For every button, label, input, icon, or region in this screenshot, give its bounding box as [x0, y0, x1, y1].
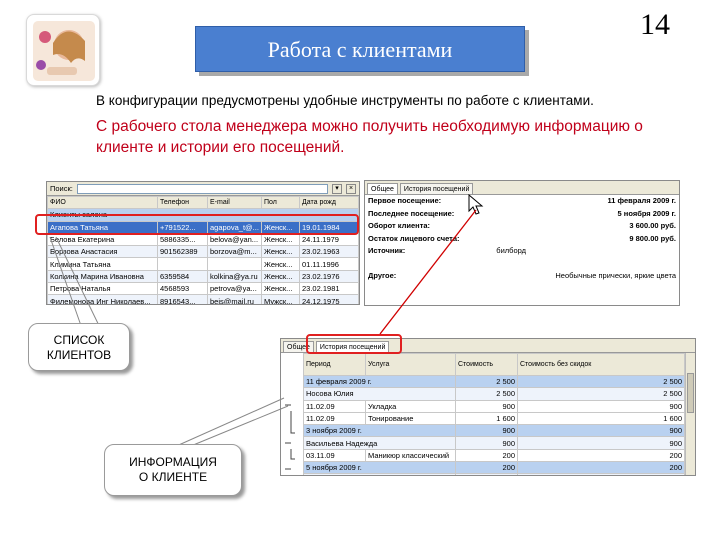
subtitle-part2: и истории его посещений.	[153, 139, 345, 156]
info-value: 11 февраля 2009 г.	[607, 196, 676, 205]
search-input[interactable]	[76, 183, 328, 194]
info-label: Другое:	[368, 271, 397, 280]
selected-client-highlight	[35, 214, 359, 235]
info-label: Источник:	[368, 246, 406, 255]
col-sex[interactable]: Пол	[261, 195, 300, 210]
client-cell-dob: 19.01.1984	[299, 220, 359, 234]
info-row: Источник: билборд	[365, 245, 679, 270]
info-label: Оборот клиента:	[368, 221, 431, 230]
client-cell-dob: 23.02.1976	[299, 269, 359, 284]
subtitle-part1: С рабочего стола менеджера можно получит…	[96, 118, 643, 135]
history-cell-cost: 2 500	[455, 374, 518, 389]
history-cell-full: 200	[517, 473, 685, 475]
history-cell-period: Васильева Надежда	[303, 436, 456, 450]
history-cell-full: 2 500	[517, 387, 685, 401]
info-row: Оборот клиента: 3 600.00 руб.	[365, 220, 679, 233]
client-cell-name: Борзова Анастасия	[47, 245, 158, 259]
callout-client-info-text: ИНФОРМАЦИЯ О КЛИЕНТЕ	[129, 455, 217, 484]
callout-client-list-text: СПИСОК КЛИЕНТОВ	[46, 333, 112, 362]
col-name[interactable]: ФИО	[47, 195, 158, 210]
info-row: Последнее посещение: 5 ноября 2009 г.	[365, 208, 679, 221]
slide-title: Работа с клиентами	[267, 37, 453, 62]
history-tabs: Общее История посещений	[281, 339, 695, 353]
info-value: 5 ноября 2009 г.	[617, 208, 676, 218]
subtitle-text: С рабочего стола менеджера можно получит…	[96, 116, 686, 158]
page-number: 14	[640, 8, 670, 41]
client-list-window: Поиск: ▾ × ФИО Телефон E-mail Пол Дата р…	[46, 181, 360, 305]
client-row[interactable]: Агапова Татьяна+791522...agapova_t@...Же…	[47, 220, 359, 234]
subtitle-bold: клиенте	[96, 139, 154, 156]
info-label: Последнее посещение:	[368, 208, 455, 218]
col-service[interactable]: Услуга	[365, 353, 456, 376]
history-scrollbar[interactable]	[685, 353, 695, 475]
history-cell-full: 200	[517, 461, 685, 475]
tab-history-2[interactable]: История посещений	[315, 341, 390, 352]
client-cell-dob: 24.12.1975	[299, 294, 359, 304]
tab-general[interactable]: Общее	[367, 183, 398, 194]
intro-text: В конфигурации предусмотрены удобные инс…	[96, 93, 594, 108]
history-table: Период Услуга Стоимость Стоимость без ск…	[303, 353, 685, 475]
history-cell-cost: 200	[455, 461, 518, 475]
col-dob[interactable]: Дата рожд	[299, 195, 359, 210]
history-window: Общее История посещений Период Услуга Ст…	[280, 338, 696, 476]
client-cell-name: Агапова Татьяна	[47, 220, 158, 234]
history-row[interactable]: Васильева Надежда Михайловна200200	[303, 473, 685, 475]
search-bar: Поиск: ▾ ×	[47, 182, 359, 196]
info-fields: Первое посещение: 11 февраля 2009 г. После…	[365, 195, 679, 283]
client-table: ФИО Телефон E-mail Пол Дата рожд Клиенты…	[47, 195, 359, 304]
history-cell-full: 2 500	[517, 374, 685, 389]
history-cell-period: Носова Юлия	[303, 387, 456, 401]
client-cell-email: borzova@m...	[207, 245, 262, 259]
history-cell-period: 11 февраля 2009 г.	[303, 374, 456, 389]
callout-client-info: ИНФОРМАЦИЯ О КЛИЕНТЕ	[104, 444, 242, 496]
history-cell-full: 900	[517, 424, 685, 438]
history-tab-highlight	[306, 334, 402, 354]
cursor-icon	[468, 193, 484, 221]
info-value: Необычные прически, яркие цвета	[555, 271, 676, 280]
info-value: билборд	[496, 246, 526, 255]
info-value: 3 600.00 руб.	[629, 221, 676, 230]
client-row[interactable]: Филемонова Инг Николаев...8916543...beis…	[47, 294, 359, 304]
col-period[interactable]: Период	[303, 353, 366, 376]
client-cell-sex: Женск...	[261, 220, 300, 234]
company-logo	[26, 14, 100, 86]
tab-general-2[interactable]: Общее	[283, 341, 314, 352]
callout-client-list: СПИСОК КЛИЕНТОВ	[28, 323, 130, 371]
info-tabs: Общее История посещений	[365, 181, 679, 195]
info-row: Первое посещение: 11 февраля 2009 г.	[365, 195, 679, 208]
dropdown-button[interactable]: ▾	[332, 183, 342, 194]
info-label: Первое посещение:	[368, 196, 442, 205]
client-cell-sex: Женск...	[261, 269, 300, 284]
info-value: 9 800.00 руб.	[629, 233, 676, 243]
info-row: Другое: Необычные прически, яркие цвета	[365, 270, 679, 283]
client-cell-email: agapova_t@...	[207, 220, 262, 234]
search-label: Поиск:	[50, 184, 73, 193]
tab-history[interactable]: История посещений	[399, 183, 474, 194]
info-row: Остаток лицевого счета: 9 800.00 руб.	[365, 233, 679, 246]
client-info-window: Общее История посещений Первое посещение…	[364, 180, 680, 306]
tree-gutter	[281, 353, 303, 475]
info-label: Остаток лицевого счета:	[368, 233, 460, 243]
close-icon[interactable]: ×	[346, 183, 356, 194]
history-cell-cost: 900	[455, 424, 518, 438]
slide-title-box: Работа с клиентами	[195, 26, 525, 72]
col-email[interactable]: E-mail	[207, 195, 262, 210]
col-full-cost[interactable]: Стоимость без скидок	[517, 353, 685, 376]
client-cell-phone: +791522...	[157, 220, 208, 234]
